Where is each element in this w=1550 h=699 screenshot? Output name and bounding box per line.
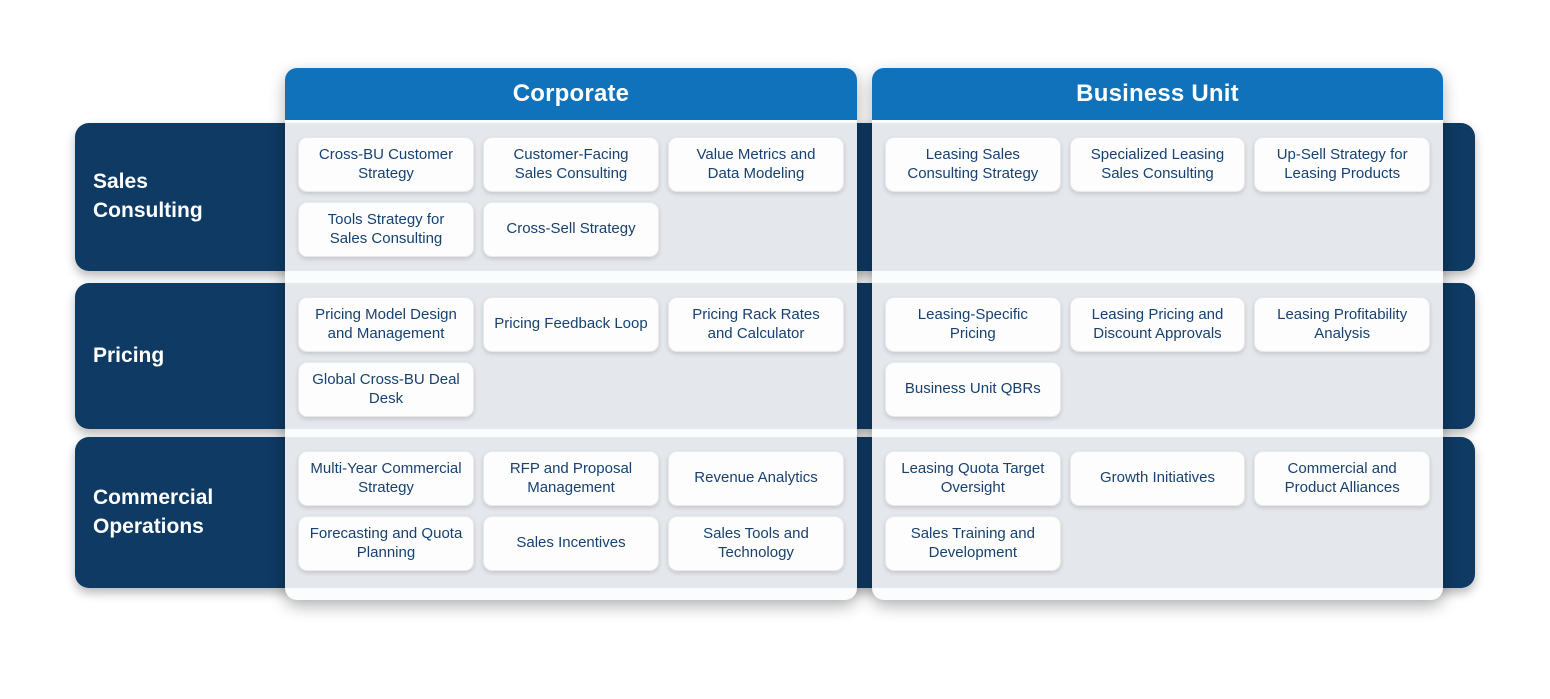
business-unit-commercial-operations-section: Leasing Quota Target Oversight Growth In… xyxy=(872,437,1443,588)
business-unit-pricing-section: Leasing-Specific Pricing Leasing Pricing… xyxy=(872,283,1443,429)
row-label-pricing: Pricing xyxy=(93,343,165,367)
business-unit-panel: Business Unit Leasing Sales Consulting S… xyxy=(872,68,1443,600)
capability-card: Specialized Leasing Sales Consulting xyxy=(1069,137,1246,192)
capability-card: Leasing Pricing and Discount Approvals xyxy=(1069,297,1246,352)
row-label-commercial-operations: Commercial Operations xyxy=(93,485,214,538)
capability-card: Up-Sell Strategy for Leasing Products xyxy=(1254,137,1430,192)
capability-card: Business Unit QBRs xyxy=(885,362,1061,417)
capability-card: Value Metrics and Data Modeling xyxy=(668,137,844,192)
capability-card: Forecasting and Quota Planning xyxy=(298,516,474,571)
business-unit-panel-header: Business Unit xyxy=(872,68,1443,120)
capability-card: Leasing Profitability Analysis xyxy=(1254,297,1430,352)
corporate-panel-title: Corporate xyxy=(512,80,630,107)
capability-card: Leasing-Specific Pricing xyxy=(885,297,1061,352)
capability-card: Cross-Sell Strategy xyxy=(483,202,659,257)
corporate-pricing-section: Pricing Model Design and Management Pric… xyxy=(285,283,857,429)
capability-card: Sales Training and Development xyxy=(885,516,1061,571)
capability-card: RFP and Proposal Management xyxy=(483,451,659,506)
capability-card: Sales Tools and Technology xyxy=(668,516,844,571)
capability-card: Pricing Rack Rates and Calculator xyxy=(668,297,844,352)
capability-card: Pricing Model Design and Management xyxy=(298,297,474,352)
capability-card: Leasing Sales Consulting Strategy xyxy=(885,137,1061,192)
capability-card: Growth Initiatives xyxy=(1069,451,1246,506)
capability-card: Leasing Quota Target Oversight xyxy=(885,451,1061,506)
capability-card: Customer-Facing Sales Consulting xyxy=(483,137,659,192)
business-unit-sales-consulting-section: Leasing Sales Consulting Strategy Specia… xyxy=(872,123,1443,271)
capability-card: Multi-Year Commercial Strategy xyxy=(298,451,474,506)
corporate-sales-consulting-section: Cross-BU Customer Strategy Customer-Faci… xyxy=(285,123,857,271)
capability-card: Tools Strategy for Sales Consulting xyxy=(298,202,474,257)
business-unit-panel-title: Business Unit xyxy=(1076,80,1239,107)
capability-card: Sales Incentives xyxy=(483,516,659,571)
corporate-panel-header: Corporate xyxy=(285,68,857,120)
capability-card: Commercial and Product Alliances xyxy=(1254,451,1430,506)
corporate-commercial-operations-section: Multi-Year Commercial Strategy RFP and P… xyxy=(285,437,857,588)
row-label-sales-consulting: Sales Consulting xyxy=(93,170,203,222)
capability-card: Revenue Analytics xyxy=(668,451,844,506)
capability-card: Global Cross-BU Deal Desk xyxy=(298,362,474,417)
capability-card: Cross-BU Customer Strategy xyxy=(298,137,474,192)
corporate-panel: Corporate Cross-BU Customer Strategy Cus… xyxy=(285,68,857,600)
capability-card: Pricing Feedback Loop xyxy=(483,297,659,352)
